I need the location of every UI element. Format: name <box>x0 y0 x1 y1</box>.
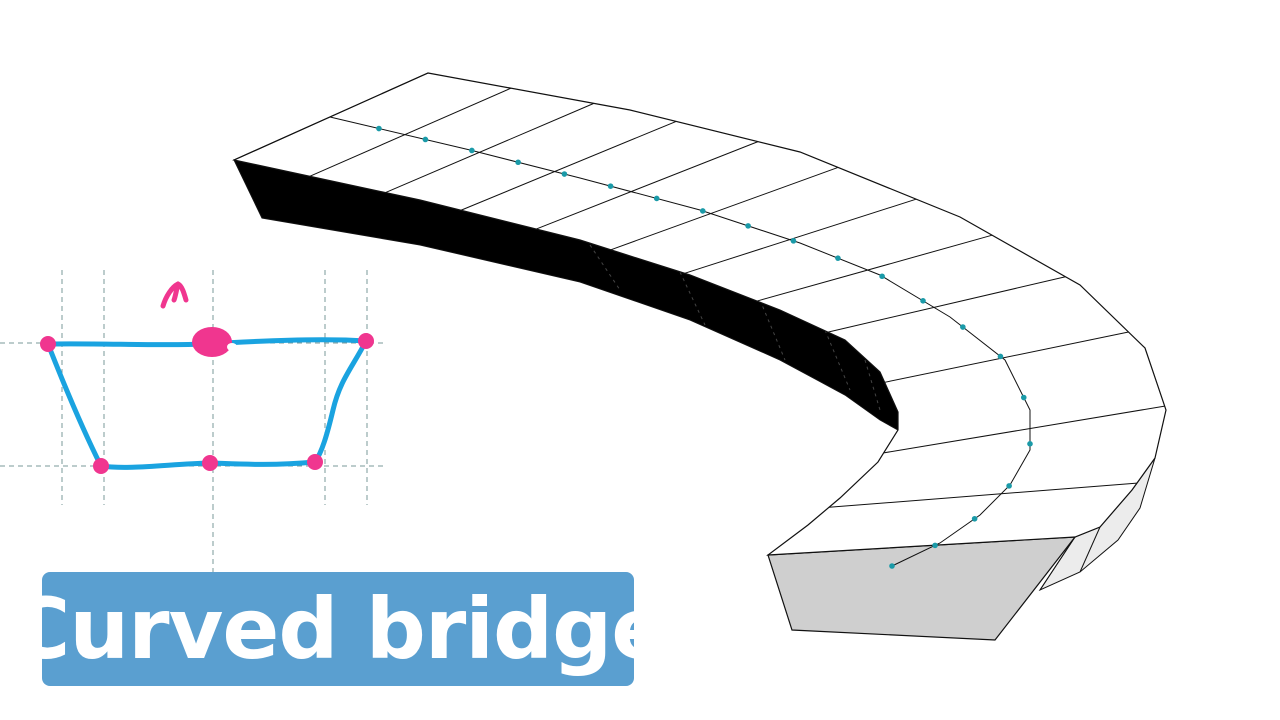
annotation-mark <box>160 281 189 309</box>
cross-section-point <box>202 455 218 471</box>
cross-section-point <box>358 333 374 349</box>
deck-segment-line <box>460 120 677 211</box>
deck-edge-line <box>1039 536 1076 591</box>
deck-segment-line <box>827 276 1066 333</box>
deck-segment-line <box>684 198 917 274</box>
deck-top-surface <box>232 72 1167 556</box>
cross-section-point-highlight <box>227 343 237 351</box>
deck-start-edge <box>233 72 429 161</box>
deck-segment-line <box>535 141 759 230</box>
sketch-guide-lines <box>0 270 385 572</box>
centerline-point <box>1006 483 1012 489</box>
centerline-point <box>835 255 841 261</box>
title-banner: Curved bridge <box>9 572 668 686</box>
centerline-point <box>422 136 429 143</box>
centerline-point <box>699 208 706 214</box>
centerline-point <box>889 563 895 569</box>
deck-segment-line <box>610 166 839 251</box>
centerline-point <box>879 273 885 280</box>
deck-centerline <box>329 116 1031 567</box>
curved-bridge-deck-3d <box>232 72 1167 641</box>
deck-segment-line <box>828 482 1137 508</box>
centerline-point <box>469 147 475 154</box>
centerline-point <box>932 542 938 549</box>
deck-segment-line <box>309 87 512 177</box>
centerline-point <box>653 195 660 202</box>
girder-segment-joint <box>864 359 881 411</box>
cross-section-point <box>40 336 56 352</box>
centerline-point <box>997 353 1004 360</box>
cross-section-outline <box>45 337 369 470</box>
centerline-point <box>920 298 926 304</box>
centerline-point <box>1020 394 1027 401</box>
centerline-point <box>971 515 978 522</box>
girder-segment-joint <box>589 244 621 291</box>
hand-drawn-cross-section-sketch <box>40 281 374 474</box>
centerline-point <box>376 125 382 132</box>
cross-section-point <box>93 458 109 474</box>
centerline-point <box>607 183 614 189</box>
centerline-point <box>1027 441 1033 447</box>
centerline-point <box>790 238 797 244</box>
cross-section-point <box>307 454 323 470</box>
centerline-point <box>745 223 751 229</box>
deck-segment-line <box>884 331 1129 383</box>
deck-edge-line <box>1079 526 1101 573</box>
deck-segment-line <box>756 234 993 302</box>
centerline-point <box>515 159 521 166</box>
centerline-point <box>960 324 966 330</box>
cross-section-point <box>192 327 232 357</box>
deck-segment-line <box>883 405 1165 454</box>
title-text: Curved bridge <box>8 580 669 678</box>
girder-segment-joint <box>679 271 706 326</box>
centerline-point <box>561 171 568 177</box>
deck-segment-line <box>385 102 595 194</box>
